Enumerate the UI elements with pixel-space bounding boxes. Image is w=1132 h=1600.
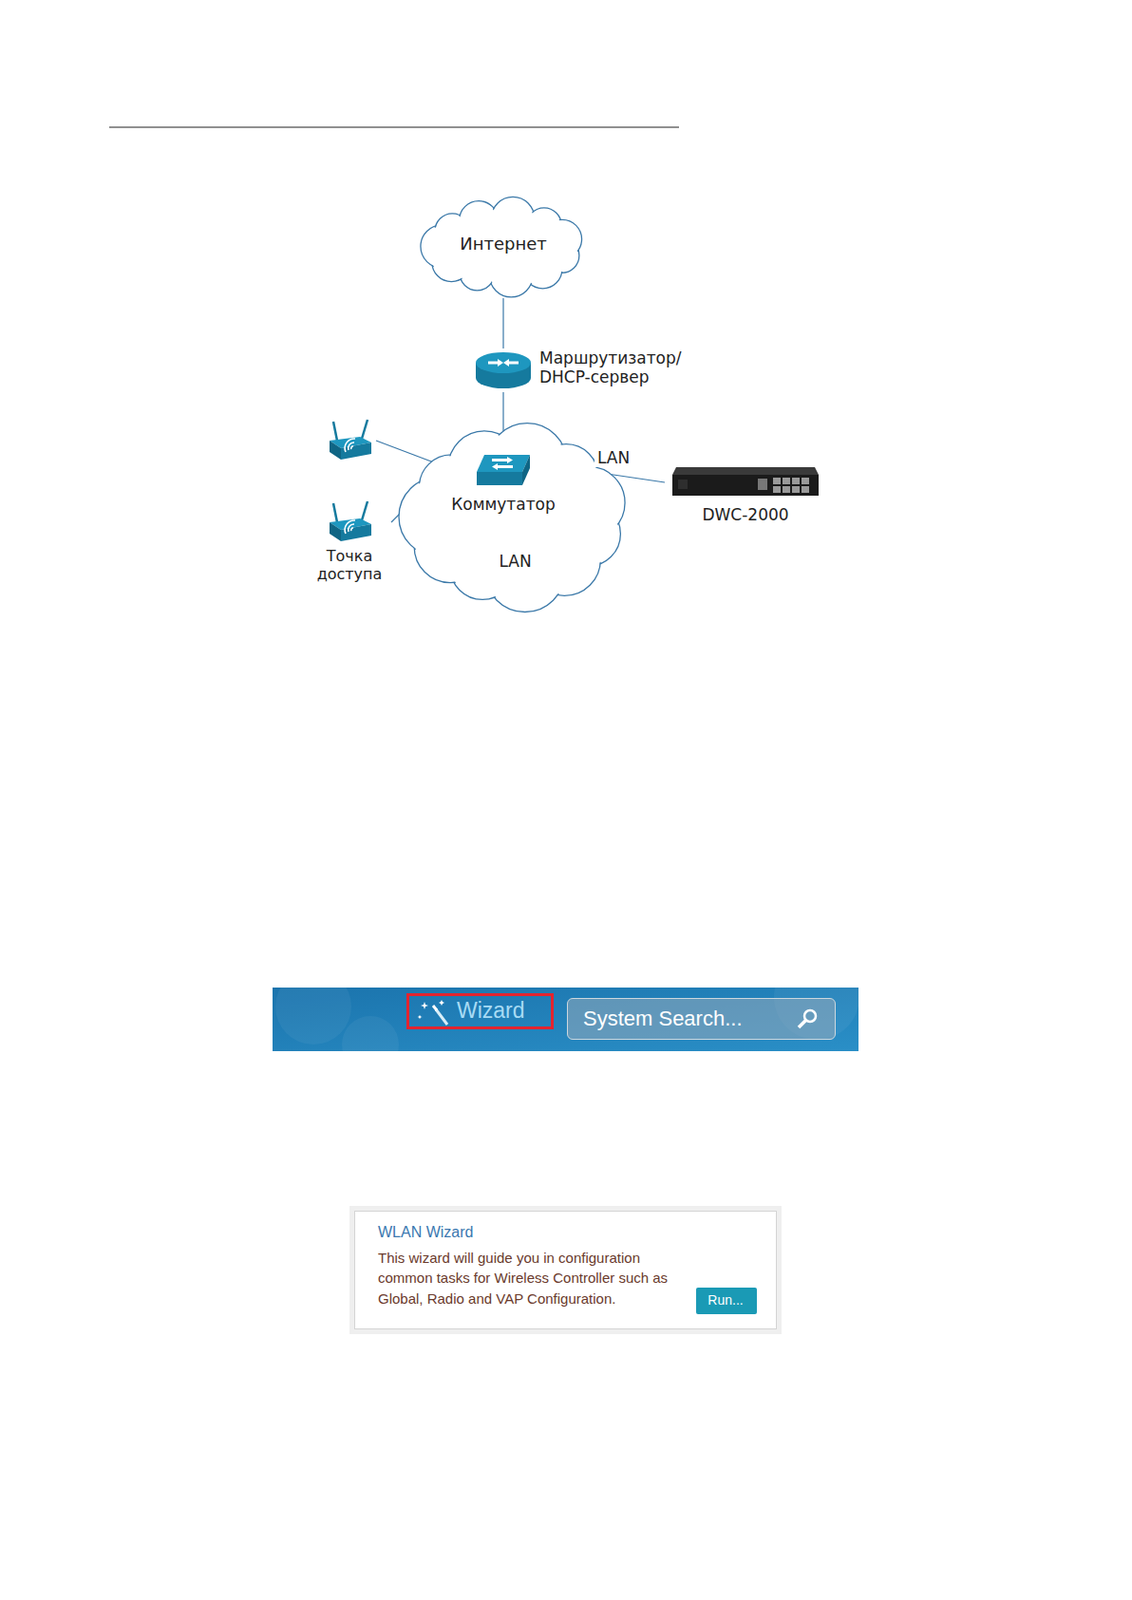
port [773, 477, 781, 485]
controller-device-icon-part [672, 474, 819, 496]
search-node: System Search... [566, 998, 836, 1040]
node-body-text: This wizard will guide you in configurat… [377, 1247, 687, 1309]
port [801, 477, 810, 485]
node-label: Wizard [456, 998, 552, 1025]
wand-icon-part [433, 1005, 437, 1011]
toolbar-screenshot [272, 954, 860, 1074]
switch-icon-part [476, 471, 523, 486]
router-icon-group [475, 352, 531, 389]
node-label: Маршрутизатор/ DHCP-сервер [539, 348, 730, 388]
controller-device-icon [670, 465, 821, 500]
node-label: Точка доступа [309, 547, 390, 584]
cloud-fill [490, 255, 532, 297]
cloud-node: Интернет [419, 195, 589, 299]
bar-decoration [341, 1016, 399, 1074]
magnifier-icon [794, 1006, 822, 1034]
magnifier-icon-group [798, 1010, 816, 1028]
button-node: Run... [696, 1287, 757, 1315]
header-rule [109, 126, 680, 128]
card-node: WLAN WizardThis wizard will guide you in… [354, 1210, 777, 1330]
access-point-icon-group [329, 419, 372, 460]
node-label: DWC-2000 [664, 505, 827, 525]
access-point-icon-part [329, 522, 341, 542]
controller-device-icon-part [678, 479, 688, 490]
access-point-icon-part [329, 440, 341, 460]
cloud-fill [553, 468, 623, 538]
access-point-icon [325, 499, 374, 544]
node-label: Коммутатор [446, 494, 561, 514]
port [782, 486, 791, 493]
node-label: WLAN Wizard [377, 1223, 663, 1242]
node-label: System Search... [583, 1006, 793, 1032]
port [773, 486, 781, 493]
router-icon-part [488, 358, 519, 367]
cloud-fill [544, 221, 581, 258]
bar-decoration [275, 968, 352, 1045]
card-frame [349, 1206, 782, 1335]
access-point-icon-part [361, 419, 368, 439]
switch-icon-group [476, 454, 530, 486]
device-node: DWC-2000 [664, 465, 829, 532]
switch-icon-part [491, 456, 513, 471]
network-link [502, 298, 504, 349]
node-label: LAN [398, 551, 632, 571]
router-node: Маршрутизатор/ DHCP-сервер [474, 348, 732, 393]
ap-node: Точка доступа [309, 499, 392, 591]
router-icon-part [475, 352, 531, 374]
node-label: Интернет [419, 233, 587, 255]
access-point-icon-part [333, 503, 338, 523]
switch-icon-part [476, 454, 530, 472]
switch-node: Коммутатор [446, 451, 563, 522]
access-point-icon-part [333, 421, 338, 441]
access-point-icon-part [344, 438, 356, 453]
magnifier-icon-part [798, 1019, 807, 1028]
cloud-fill [460, 202, 497, 239]
wand-icon [416, 998, 453, 1027]
access-point-icon-part [344, 520, 356, 534]
node-label: Run... [696, 1292, 755, 1309]
port [792, 486, 800, 493]
wand-icon-group [417, 999, 449, 1025]
wizard-node: Wizard [406, 993, 554, 1030]
port [792, 477, 800, 485]
controller-device-icon-group [672, 467, 819, 496]
link-label: LAN [594, 448, 633, 468]
wand-icon-part [435, 1009, 448, 1025]
ap-node [322, 417, 377, 462]
controller-device-icon-part [672, 467, 819, 475]
access-point-icon-group [329, 501, 372, 542]
port [801, 486, 810, 493]
switch-icon-part [522, 454, 530, 486]
cloud-fill [492, 198, 534, 240]
port [782, 477, 791, 485]
access-point-icon [325, 417, 374, 462]
wand-icon-part [417, 999, 446, 1019]
controller-device-icon-part [757, 478, 768, 491]
access-point-icon-part [361, 501, 368, 521]
switch-icon [474, 451, 532, 490]
router-icon [474, 351, 532, 390]
